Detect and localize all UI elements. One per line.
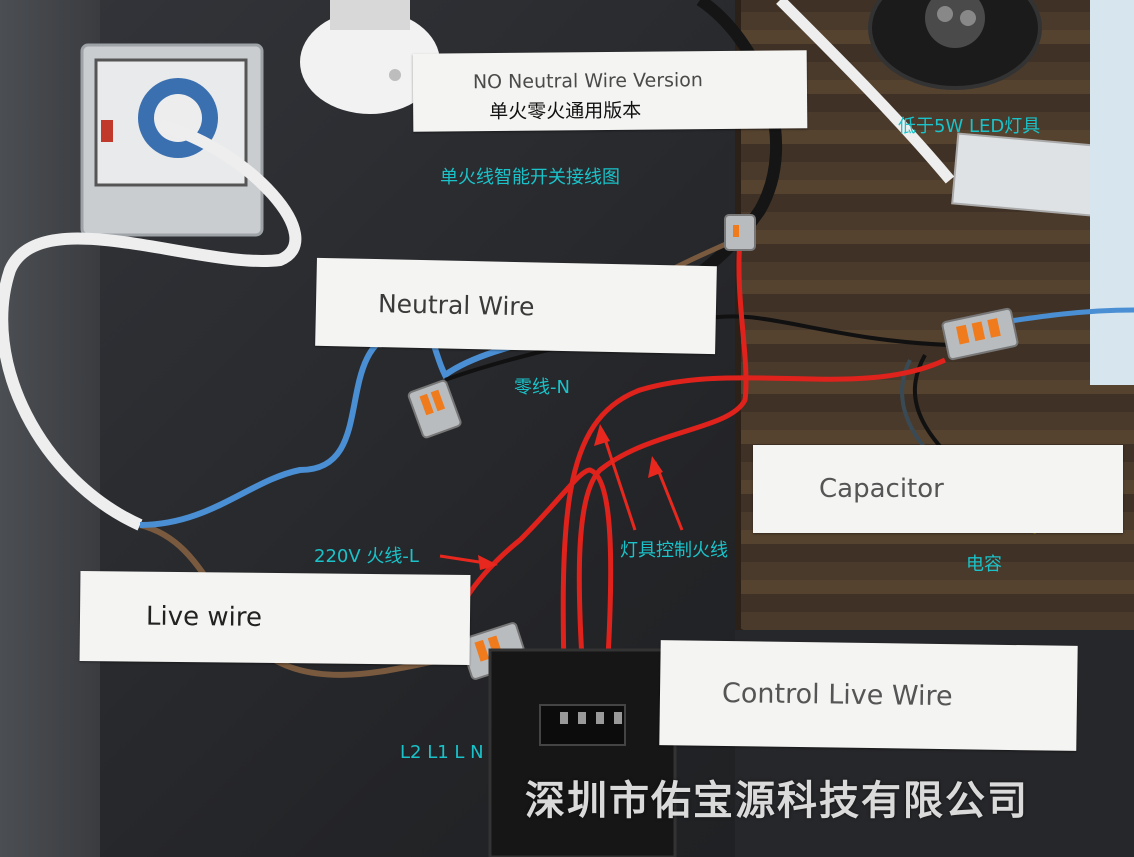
led-downlight bbox=[868, 0, 1042, 90]
annotation-terminals: L2 L1 L N bbox=[400, 742, 484, 763]
blue-wire-neutral bbox=[139, 322, 596, 528]
label-neutral-text: Neutral Wire bbox=[377, 288, 535, 321]
annotation-capacitor: 电容 bbox=[966, 554, 1002, 575]
wago-connector-top bbox=[724, 214, 756, 251]
white-cable bbox=[0, 119, 302, 531]
label-live-wire: Live wire bbox=[79, 570, 471, 666]
label-capacitor-text: Capacitor bbox=[819, 474, 944, 504]
wago-connector-right bbox=[941, 307, 1019, 361]
label-control-text: Control Live Wire bbox=[721, 677, 953, 713]
white-cable-top bbox=[776, 0, 955, 184]
label-version-en: NO Neutral Wire Version bbox=[472, 69, 704, 94]
label-control-live-wire: Control Live Wire bbox=[659, 640, 1078, 751]
annotation-neutral: 零线-N bbox=[514, 377, 570, 398]
arrow-control-1 bbox=[594, 424, 637, 531]
smart-switch bbox=[488, 648, 677, 857]
label-capacitor: Capacitor bbox=[753, 445, 1123, 533]
annotation-220v-live: 220V 火线-L bbox=[314, 546, 419, 567]
red-wire-control-1 bbox=[576, 239, 749, 716]
label-version: NO Neutral Wire Version 单火零火通用版本 bbox=[412, 50, 808, 132]
led-driver bbox=[951, 132, 1109, 218]
arrow-220v bbox=[439, 554, 498, 570]
label-live-text: Live wire bbox=[145, 601, 263, 633]
label-neutral-wire: Neutral Wire bbox=[315, 257, 717, 355]
annotation-lamp-control: 灯具控制火线 bbox=[620, 540, 728, 561]
arrow-control-2 bbox=[648, 456, 684, 531]
wall-socket bbox=[80, 43, 264, 237]
annotation-title: 单火线智能开关接线图 bbox=[440, 167, 620, 188]
company-watermark: 深圳市佑宝源科技有限公司 bbox=[525, 778, 1029, 824]
packaging-box bbox=[1090, 0, 1134, 385]
bulb-socket bbox=[300, 0, 440, 114]
wago-connector-left bbox=[407, 379, 462, 439]
annotation-led: 低于5W LED灯具 bbox=[898, 116, 1041, 137]
red-wire-control-2 bbox=[560, 357, 947, 716]
label-version-cn: 单火零火通用版本 bbox=[489, 99, 642, 124]
